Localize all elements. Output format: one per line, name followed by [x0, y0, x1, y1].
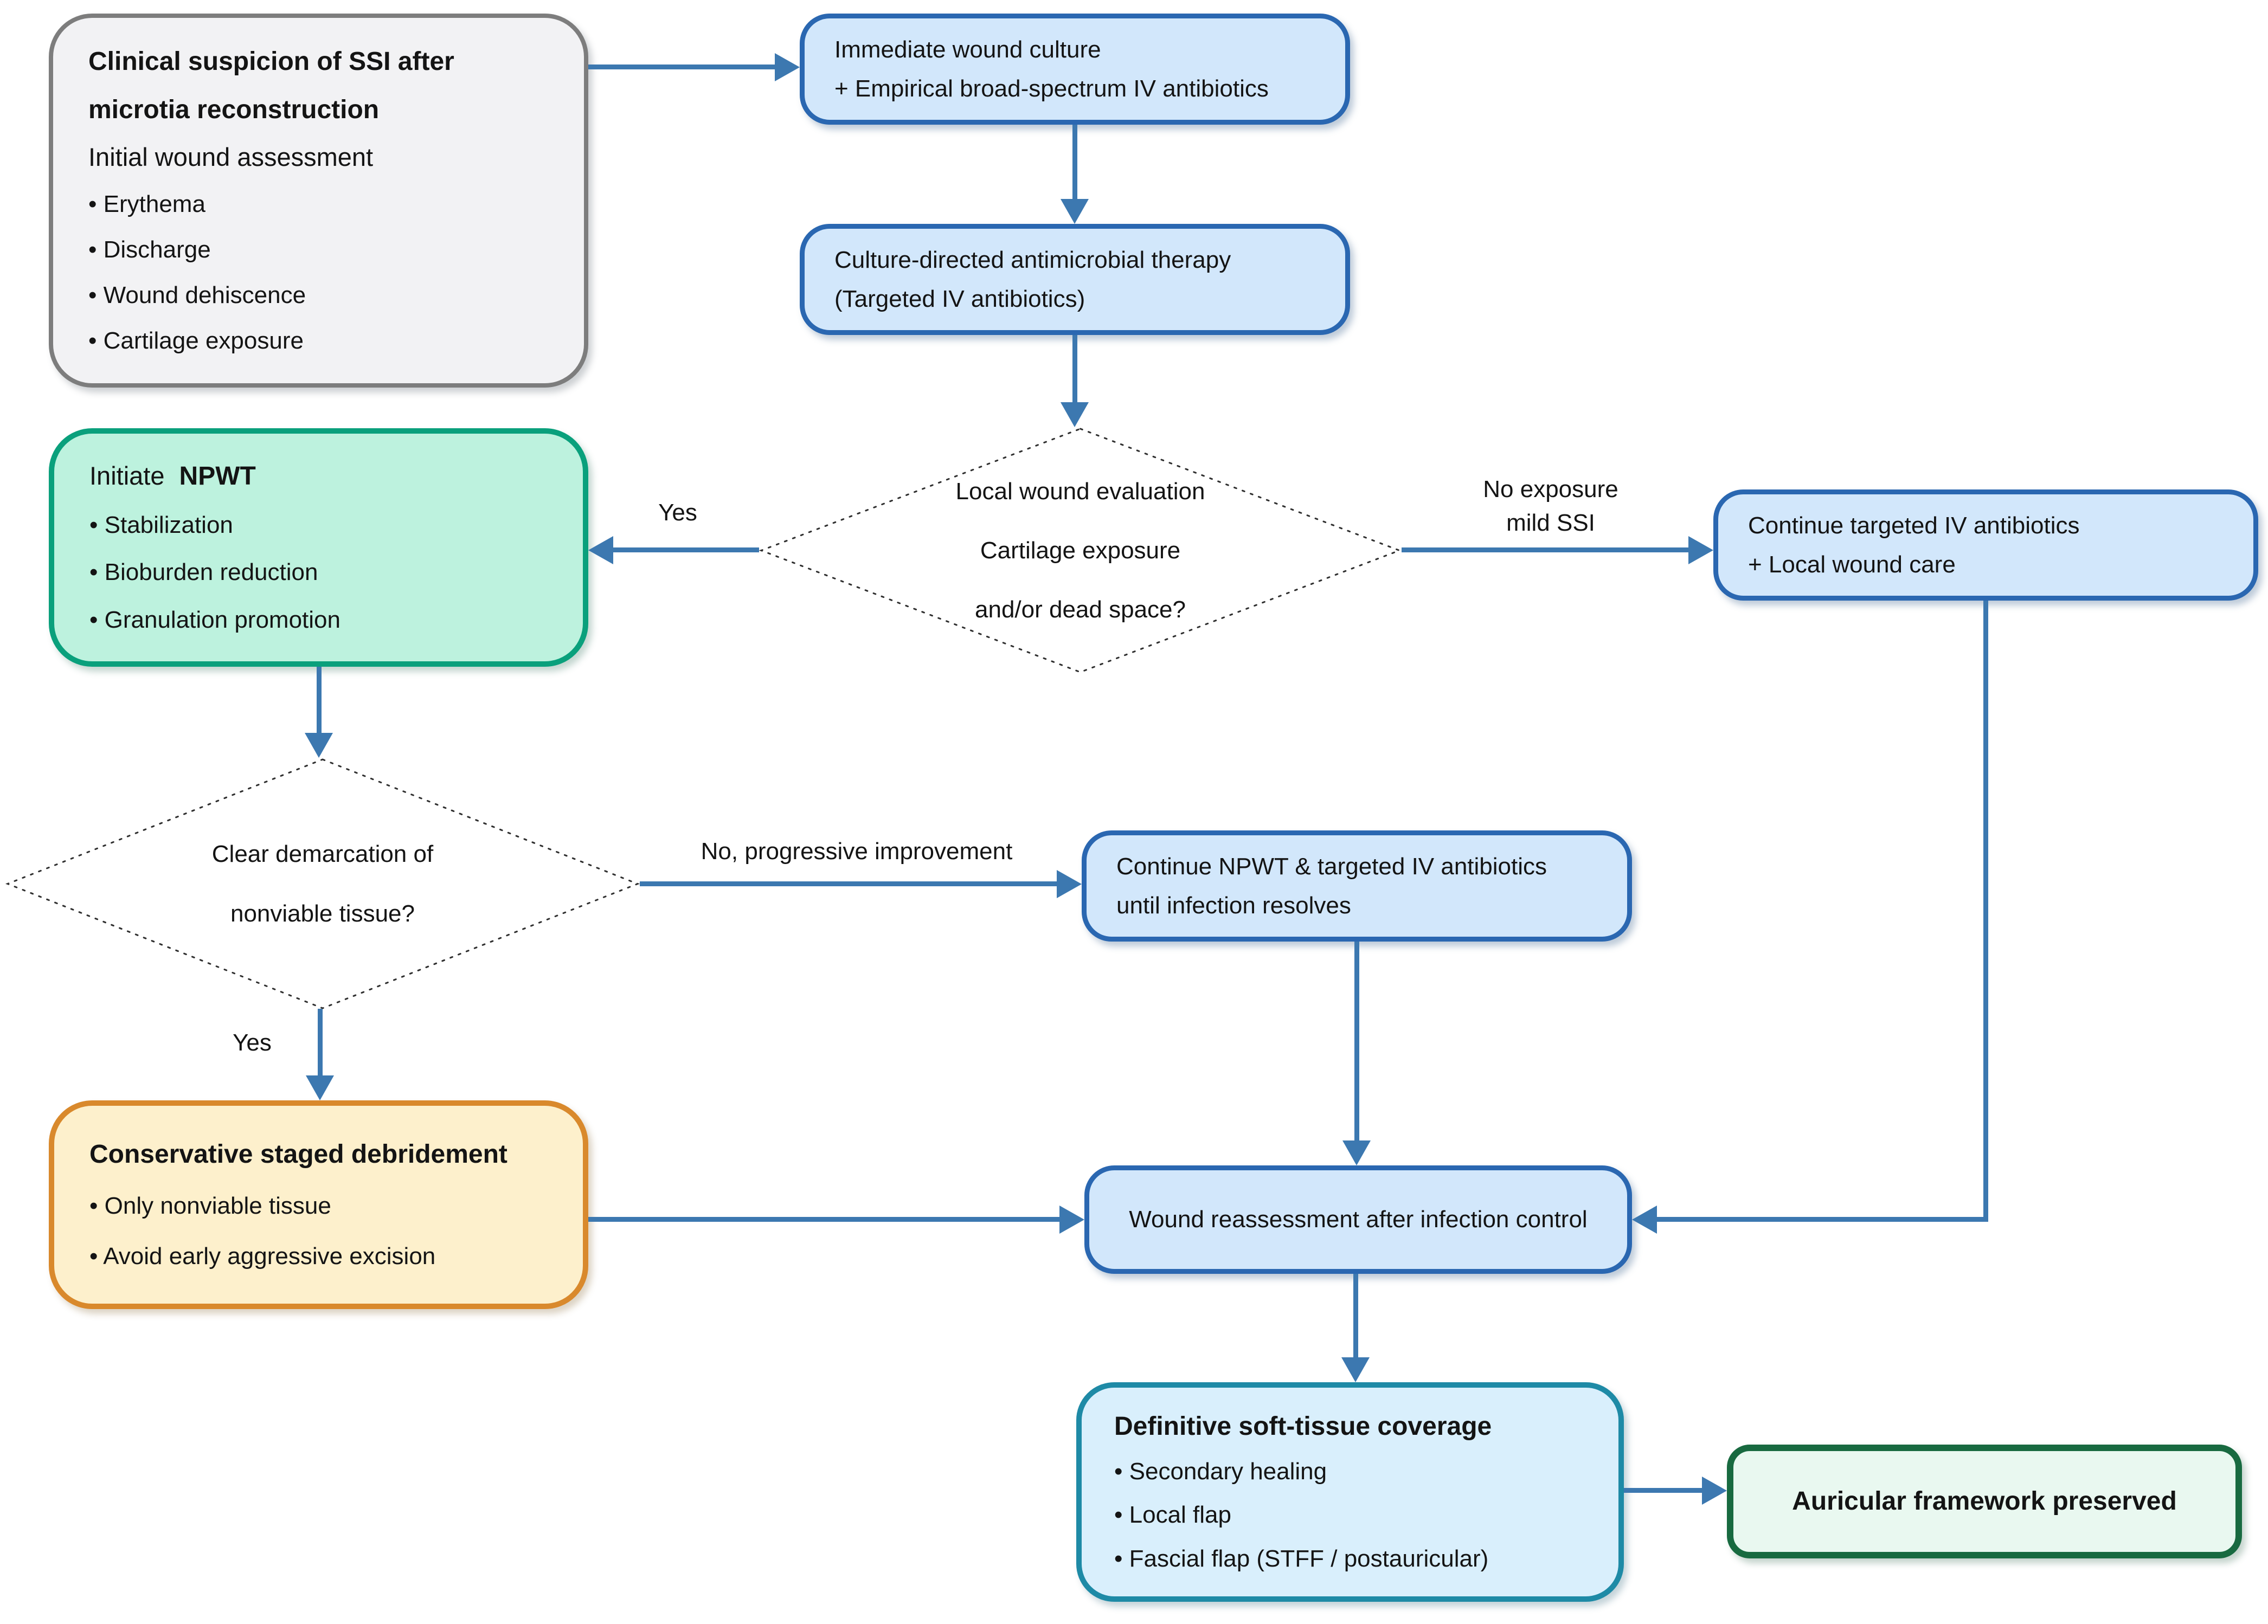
arrow-continue-iv-elbow-horizontal	[1657, 1217, 1988, 1222]
node-initiate-npwt: Initiate NPWT • Stabilization • Bioburde…	[49, 428, 588, 667]
edge-label-line: mild SSI	[1506, 510, 1595, 537]
node-line: Culture-directed antimicrobial therapy	[834, 246, 1231, 273]
arrowhead-right-icon	[1057, 870, 1082, 898]
arrowhead-down-icon	[1342, 1140, 1371, 1165]
arrow-npwt-to-decision2	[317, 667, 322, 734]
node-title: Initiate NPWT	[89, 461, 548, 492]
edge-label-yes: Yes	[658, 499, 697, 526]
diamond-shape	[759, 428, 1402, 673]
node-title: Clinical suspicion of SSI after	[88, 47, 454, 76]
node-continue-npwt-antibiotics: Continue NPWT & targeted IV antibiotics …	[1082, 830, 1632, 942]
arrowhead-down-icon	[1061, 199, 1089, 224]
node-immediate-wound-culture: Immediate wound culture + Empirical broa…	[800, 14, 1350, 125]
arrow-culture-to-decision1	[1072, 335, 1077, 404]
arrow-continue-iv-elbow-vertical	[1983, 601, 1988, 1222]
bullet-item: • Local flap	[1114, 1501, 1231, 1529]
node-clinical-suspicion: Clinical suspicion of SSI after microtia…	[49, 14, 588, 388]
node-line: and/or dead space?	[975, 596, 1186, 623]
arrowhead-left-icon	[1632, 1206, 1657, 1234]
node-title: Definitive soft-tissue coverage	[1114, 1412, 1492, 1441]
arrow-decision2-to-continue-npwt	[640, 881, 1058, 886]
bullet-item: • Granulation promotion	[89, 606, 340, 633]
node-culture-directed-therapy: Culture-directed antimicrobial therapy (…	[800, 224, 1350, 335]
node-line: Cartilage exposure	[980, 537, 1181, 564]
bullet-item: • Stabilization	[89, 512, 233, 539]
node-definitive-coverage: Definitive soft-tissue coverage • Second…	[1076, 1382, 1624, 1602]
node-continue-targeted-iv: Continue targeted IV antibiotics + Local…	[1713, 489, 2258, 601]
diamond-text: Local wound evaluation Cartilage exposur…	[759, 427, 1402, 674]
arrowhead-down-icon	[305, 733, 333, 758]
arrowhead-down-icon	[1341, 1357, 1370, 1382]
arrowhead-left-icon	[588, 536, 613, 564]
npwt-title-prefix: Initiate	[89, 461, 165, 491]
bullet-item: • Wound dehiscence	[88, 281, 306, 308]
node-line: Clear demarcation of	[211, 841, 434, 868]
bullet-item: • Bioburden reduction	[89, 559, 318, 586]
arrowhead-right-icon	[775, 53, 800, 81]
node-title: Conservative staged debridement	[89, 1139, 507, 1169]
bullet-item: • Cartilage exposure	[88, 327, 304, 354]
diamond-shape	[5, 758, 640, 1009]
bullet-item: • Erythema	[88, 190, 205, 217]
decision-clear-demarcation: Clear demarcation of nonviable tissue?	[5, 758, 640, 1010]
node-title: Auricular framework preserved	[1792, 1487, 2177, 1516]
node-conservative-debridement: Conservative staged debridement • Only n…	[49, 1100, 588, 1309]
arrow-decision2-to-conservative	[318, 1009, 323, 1078]
edge-label-yes: Yes	[233, 1029, 272, 1056]
bullet-item: • Only nonviable tissue	[89, 1193, 331, 1220]
node-line: Immediate wound culture	[834, 36, 1101, 63]
bullet-item: • Fascial flap (STFF / postauricular)	[1114, 1545, 1489, 1572]
edge-label-no-progressive: No, progressive improvement	[701, 838, 1013, 865]
arrow-clinical-to-immediate	[588, 65, 777, 69]
node-line: (Targeted IV antibiotics)	[834, 286, 1085, 313]
arrowhead-down-icon	[306, 1075, 334, 1100]
arrow-conservative-to-reassess	[588, 1217, 1061, 1222]
node-line: Wound reassessment after infection contr…	[1129, 1206, 1588, 1233]
arrow-immediate-to-culture	[1072, 125, 1077, 201]
bullet-item: • Avoid early aggressive excision	[89, 1243, 436, 1270]
node-title: microtia reconstruction	[88, 95, 380, 124]
diamond-text: Clear demarcation of nonviable tissue?	[5, 758, 640, 1010]
arrowhead-down-icon	[1061, 402, 1089, 427]
edge-label-line: No exposure	[1483, 476, 1618, 502]
bullet-item: • Discharge	[88, 236, 211, 263]
node-line: Continue NPWT & targeted IV antibiotics	[1116, 853, 1547, 880]
node-subtitle: Initial wound assessment	[88, 143, 374, 172]
arrow-reassess-to-definitive	[1353, 1274, 1358, 1359]
arrow-definitive-to-auricular	[1624, 1488, 1702, 1493]
arrow-decision1-to-continue-iv	[1402, 547, 1689, 552]
node-line: + Local wound care	[1748, 551, 1956, 578]
bullet-item: • Secondary healing	[1114, 1458, 1327, 1485]
decision-local-wound-evaluation: Local wound evaluation Cartilage exposur…	[759, 427, 1402, 674]
node-line: until infection resolves	[1116, 892, 1351, 919]
node-line: Continue targeted IV antibiotics	[1748, 512, 2080, 539]
arrowhead-right-icon	[1688, 536, 1713, 564]
node-line: Local wound evaluation	[955, 478, 1205, 505]
arrowhead-right-icon	[1702, 1477, 1727, 1505]
arrow-decision1-to-npwt	[611, 547, 759, 552]
node-wound-reassessment: Wound reassessment after infection contr…	[1084, 1165, 1632, 1274]
edge-label-no-exposure: No exposure mild SSI	[1431, 473, 1670, 540]
node-line: nonviable tissue?	[230, 900, 415, 927]
node-auricular-preserved: Auricular framework preserved	[1727, 1445, 2242, 1558]
node-line: + Empirical broad-spectrum IV antibiotic…	[834, 75, 1269, 102]
arrowhead-right-icon	[1059, 1206, 1084, 1234]
arrow-continue-npwt-to-reassess	[1354, 942, 1359, 1142]
npwt-title-bold: NPWT	[179, 462, 256, 491]
